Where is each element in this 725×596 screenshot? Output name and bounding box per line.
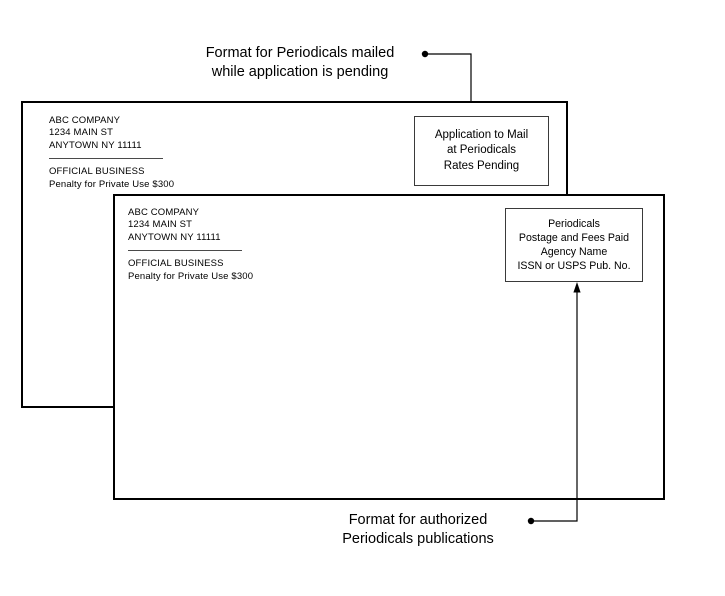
return-address-pending: ABC COMPANY 1234 MAIN ST ANYTOWN NY 1111… <box>49 115 174 191</box>
address-company: ABC COMPANY <box>128 207 200 218</box>
indicia-box-authorized: Periodicals Postage and Fees Paid Agency… <box>505 208 643 282</box>
callout-pending-line-2: while application is pending <box>211 64 389 80</box>
callout-pending-line-1: Format for Periodicals mailed <box>205 45 395 61</box>
callout-label-authorized: Format for authorized Periodicals public… <box>306 511 530 549</box>
callout-label-pending: Format for Periodicals mailed while appl… <box>176 44 424 82</box>
indicia-authorized-line-2: Postage and Fees Paid <box>518 231 630 244</box>
indicia-pending-line-3: Rates Pending <box>443 159 520 172</box>
leader-path-pending <box>428 53 472 106</box>
indicia-authorized-line-1: Periodicals <box>548 217 600 230</box>
indicia-pending-line-1: Application to Mail <box>434 128 529 141</box>
indicia-box-pending: Application to Mail at Periodicals Rates… <box>414 116 549 186</box>
address-street: 1234 MAIN ST <box>128 219 193 231</box>
official-business-text: OFFICIAL BUSINESS <box>128 258 224 270</box>
address-city-state-zip: ANYTOWN NY 11111 <box>128 231 221 243</box>
penalty-text: Penalty for Private Use $300 <box>49 178 175 190</box>
indicia-pending-line-2: at Periodicals <box>446 144 517 157</box>
address-company: ABC COMPANY <box>49 115 121 126</box>
address-city-state-zip: ANYTOWN NY 11111 <box>49 139 142 151</box>
callout-authorized-line-1: Format for authorized <box>348 512 488 528</box>
address-divider-rule <box>128 250 242 252</box>
penalty-text: Penalty for Private Use $300 <box>128 270 254 282</box>
indicia-authorized-line-3: Agency Name <box>540 246 608 258</box>
official-business-text: OFFICIAL BUSINESS <box>49 166 145 178</box>
indicia-authorized-line-4: ISSN or USPS Pub. No. <box>517 260 631 273</box>
address-street: 1234 MAIN ST <box>49 127 114 139</box>
callout-authorized-line-2: Periodicals publications <box>342 531 494 547</box>
address-divider-rule <box>49 158 163 160</box>
return-address-authorized: ABC COMPANY 1234 MAIN ST ANYTOWN NY 1111… <box>128 207 253 283</box>
envelope-authorized: ABC COMPANY 1234 MAIN ST ANYTOWN NY 1111… <box>113 194 665 500</box>
